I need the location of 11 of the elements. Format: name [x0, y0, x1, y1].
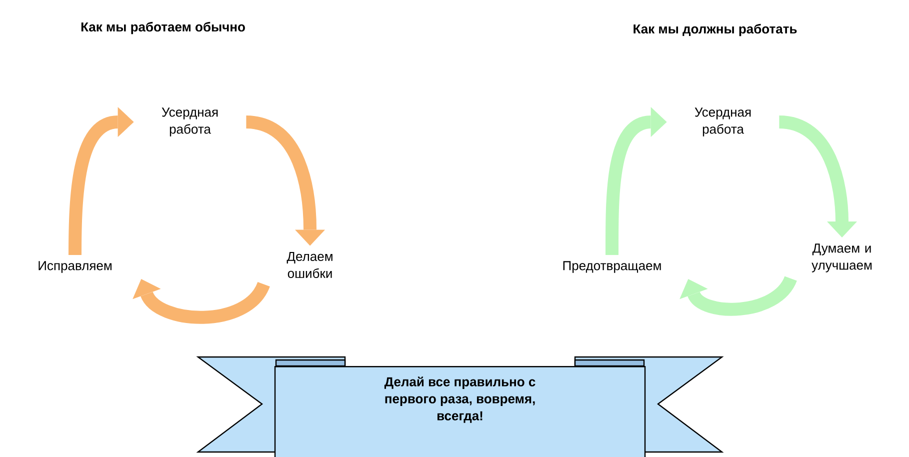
heading: Как мы должны работать	[634, 24, 797, 36]
heading: Как мы работаем обычно	[81, 22, 245, 34]
curved-arrow	[68, 107, 134, 256]
cycle-step: Усердная работа	[694, 108, 751, 136]
cycle-step: Думаем и улучшаем	[812, 244, 872, 272]
cycle-step: Усердная работа	[162, 108, 218, 136]
banner: Делай все правильно с первого раза, вовремя, всегда!	[196, 356, 724, 457]
cycle-step: Предотвращаем	[563, 261, 661, 273]
cycle-step: Исправляем	[38, 261, 112, 273]
cycle-step: Делаем ошибки	[286, 252, 332, 278]
curved-arrow	[606, 107, 667, 255]
